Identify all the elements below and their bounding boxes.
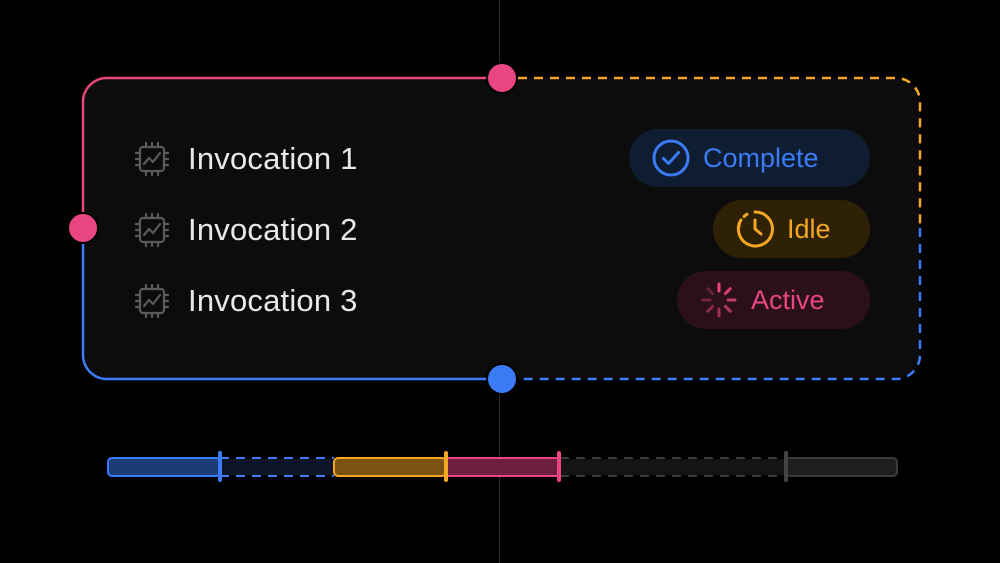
invocation-row-1[interactable]: Invocation 1 [132, 139, 358, 179]
status-badge-idle[interactable]: Idle [713, 200, 870, 258]
invocation-row-3[interactable]: Invocation 3 [132, 281, 358, 321]
invocation-label: Invocation 3 [188, 283, 358, 318]
status-badge-active[interactable]: Active [677, 271, 870, 329]
clock-icon [736, 210, 774, 248]
bottom-connector-node[interactable] [486, 363, 518, 395]
invocation-label: Invocation 2 [188, 212, 358, 247]
timeline-marker[interactable] [784, 451, 788, 482]
timeline-marker[interactable] [444, 451, 448, 482]
top-connector-node[interactable] [486, 62, 518, 94]
timeline-segment-idle[interactable] [333, 457, 447, 477]
timeline-marker[interactable] [218, 451, 222, 482]
check-circle-icon [652, 139, 690, 177]
status-badge-complete[interactable]: Complete [629, 129, 870, 187]
left-connector-node[interactable] [67, 212, 99, 244]
chip-icon [134, 212, 170, 248]
status-label: Idle [787, 213, 831, 244]
chip-icon [134, 141, 170, 177]
chip-icon [134, 283, 170, 319]
timeline-marker[interactable] [557, 451, 561, 482]
invocation-row-2[interactable]: Invocation 2 [132, 210, 358, 250]
timeline-segment-complete[interactable] [107, 457, 221, 477]
status-label: Active [751, 284, 825, 315]
timeline-segment-pending[interactable] [221, 459, 333, 475]
status-label: Complete [703, 142, 819, 173]
timeline-segment-future [560, 459, 786, 475]
invocation-label: Invocation 1 [188, 141, 358, 176]
timeline-segment-end [785, 457, 898, 477]
timeline-segment-active[interactable] [445, 457, 560, 477]
spinner-icon [701, 282, 737, 318]
